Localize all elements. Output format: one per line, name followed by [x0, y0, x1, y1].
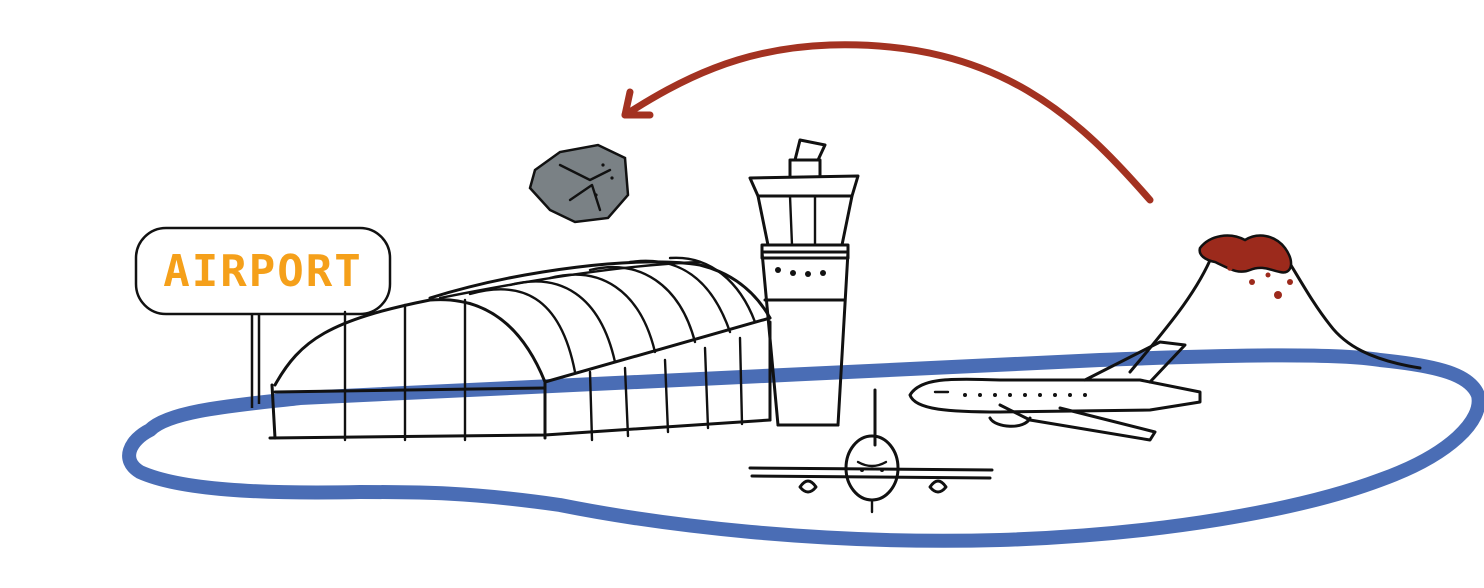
island	[122, 348, 1484, 548]
airport-sign: AIRPORT	[134, 226, 392, 408]
lava-crater	[1198, 234, 1293, 274]
airplane-front-view	[748, 388, 994, 514]
trajectory-arrow	[621, 41, 1154, 204]
lava-rock	[528, 143, 630, 224]
hangar-terminal	[268, 256, 772, 442]
sign-label: AIRPORT	[163, 246, 362, 297]
airplane-side-view	[908, 340, 1202, 442]
control-tower	[748, 138, 860, 427]
volcano	[1128, 234, 1422, 374]
